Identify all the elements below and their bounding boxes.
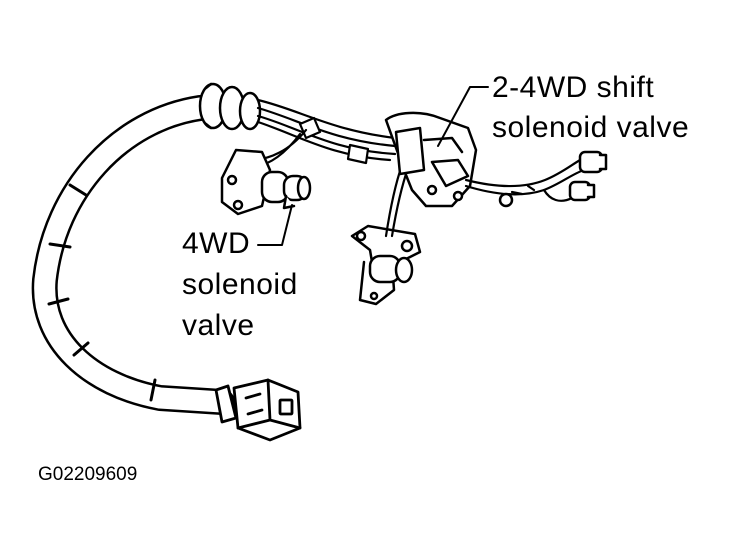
figure-id: G02209609: [38, 464, 138, 485]
wire-bundle: [244, 98, 397, 170]
4wd-valve-label: 4WD solenoid valve: [182, 226, 298, 344]
cable-grommet: [198, 82, 262, 131]
label-leader-lines: [257, 86, 489, 246]
shift-valve-label-line1: 2-4WD shift: [492, 71, 655, 104]
4wd-valve-label-line1: 4WD: [182, 227, 251, 260]
4wd-valve-label-line3: valve: [182, 309, 255, 342]
2-4wd-shift-solenoid-valve: [384, 111, 478, 208]
4wd-valve-label-line2: solenoid: [182, 268, 298, 301]
pigtail-wires: [464, 158, 586, 202]
lower-solenoid-bracket: [350, 224, 422, 306]
right-plug-connectors: [498, 150, 608, 208]
main-harness-cable: [31, 95, 235, 415]
shift-valve-label: 2-4WD shift solenoid valve: [492, 70, 689, 146]
4wd-solenoid-valve: [220, 148, 312, 216]
harness-end-connector: [214, 378, 302, 442]
shift-valve-label-line2: solenoid valve: [492, 111, 690, 144]
